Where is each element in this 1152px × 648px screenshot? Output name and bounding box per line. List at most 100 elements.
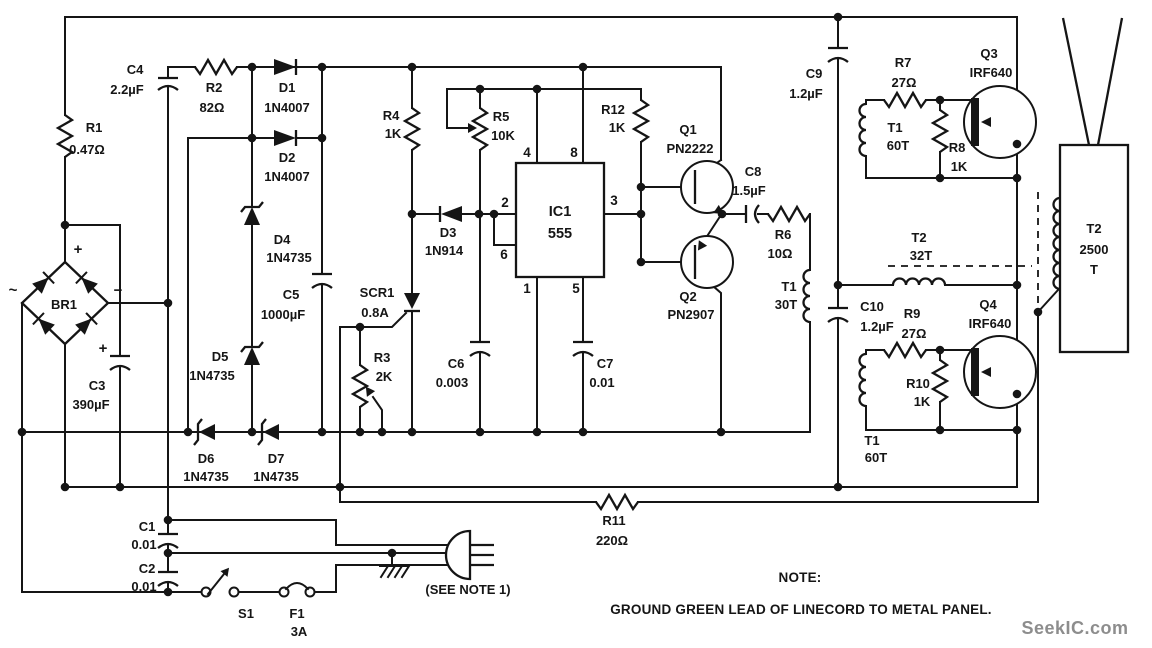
- capacitor-c2: [157, 570, 179, 587]
- label-r10-ref: R10: [906, 376, 930, 391]
- resistor-r4: [402, 107, 422, 151]
- label-br1-plus: +: [74, 241, 83, 258]
- label-c2-ref: C2: [139, 561, 156, 576]
- label-c8-value: 1.5µF: [732, 183, 766, 198]
- label-d1-value: 1N4007: [264, 100, 310, 115]
- ground-symbol: [379, 564, 411, 579]
- transistor-q2: [680, 235, 734, 289]
- note-body: GROUND GREEN LEAD OF LINECORD TO METAL P…: [610, 602, 992, 617]
- zener-d4: [240, 201, 264, 225]
- label-r7-ref: R7: [895, 55, 912, 70]
- label-q4-ref: Q4: [979, 297, 997, 312]
- watermark: SeekIC.com: [1021, 618, 1128, 638]
- labels: R1 0.47Ω C4 2.2µF R2 82Ω D1 1N4007 D2 1N…: [9, 46, 1128, 639]
- label-c4-ref: C4: [127, 62, 144, 77]
- label-d2-value: 1N4007: [264, 169, 310, 184]
- label-c1-value: 0.01: [131, 537, 156, 552]
- label-r4-value: 1K: [385, 126, 402, 141]
- label-c9-ref: C9: [806, 66, 823, 81]
- diode-d2: [274, 130, 298, 146]
- label-c7-ref: C7: [597, 356, 614, 371]
- resistor-r6: [767, 204, 811, 224]
- label-c5-ref: C5: [283, 287, 300, 302]
- label-c6-value: 0.003: [436, 375, 469, 390]
- label-r9-ref: R9: [904, 306, 921, 321]
- label-d3-ref: D3: [440, 225, 457, 240]
- resistor-r7: [883, 90, 927, 110]
- capacitor-c8: [744, 204, 760, 224]
- label-d4-ref: D4: [274, 232, 291, 247]
- resistor-r12: [631, 99, 651, 143]
- transformer-t2-secondary: [1052, 17, 1130, 354]
- capacitor-c6: [469, 340, 491, 357]
- capacitor-c1: [157, 532, 179, 549]
- label-r10-value: 1K: [914, 394, 931, 409]
- label-ic1-pin3: 3: [610, 193, 618, 208]
- coils: [802, 102, 1039, 408]
- label-see-note: (SEE NOTE 1): [425, 582, 510, 597]
- label-t1pri-value: 30T: [775, 297, 797, 312]
- antenna-right-element: [1096, 17, 1124, 146]
- label-r5-ref: R5: [493, 109, 510, 124]
- label-c10-value: 1.2µF: [860, 319, 894, 334]
- label-t1pri-ref: T1: [781, 279, 796, 294]
- capacitor-c7: [572, 340, 594, 357]
- wires: [21, 16, 1060, 593]
- scr1-symbol: [404, 293, 420, 313]
- label-d6-ref: D6: [198, 451, 215, 466]
- label-s1: S1: [238, 606, 254, 621]
- label-c2-value: 0.01: [131, 579, 156, 594]
- zener-d5: [240, 341, 264, 365]
- label-scr1-value: 0.8A: [361, 305, 389, 320]
- label-br1-minus: −: [114, 282, 123, 299]
- label-q4-value: IRF640: [969, 316, 1012, 331]
- label-t1secbot-ref: T1: [864, 433, 879, 448]
- label-c10-ref: C10: [860, 299, 884, 314]
- label-t2sec-value: 2500: [1080, 242, 1109, 257]
- label-t2pri-ref: T2: [911, 230, 926, 245]
- junction-dots: [17, 12, 1043, 597]
- coil-t2-2500t: [1052, 196, 1061, 291]
- label-r12-value: 1K: [609, 120, 626, 135]
- coil-t1-60t-top: [858, 102, 867, 158]
- potentiometer-r5: [470, 107, 490, 151]
- label-d5-value: 1N4735: [189, 368, 235, 383]
- label-f1-ref: F1: [289, 606, 304, 621]
- label-ic1-value: 555: [548, 226, 572, 242]
- label-r6-value: 10Ω: [768, 246, 793, 261]
- label-r12-ref: R12: [601, 102, 625, 117]
- label-ic1-pin5: 5: [572, 281, 580, 296]
- label-d7-value: 1N4735: [253, 469, 299, 484]
- label-r3-value: 2K: [376, 369, 393, 384]
- label-d6-value: 1N4735: [183, 469, 229, 484]
- label-f1-value: 3A: [291, 624, 308, 639]
- label-t1sectop-ref: T1: [887, 120, 902, 135]
- resistor-r11: [595, 492, 639, 512]
- antenna-left-element: [1061, 17, 1091, 146]
- label-r3-ref: R3: [374, 350, 391, 365]
- diodes: [193, 59, 462, 446]
- note-heading: NOTE:: [779, 570, 822, 585]
- label-br1: BR1: [51, 297, 77, 312]
- label-t2pri-value: 32T: [910, 248, 932, 263]
- label-ic1-pin1: 1: [523, 281, 531, 296]
- ac-plug: [444, 529, 494, 581]
- capacitors: [109, 46, 849, 587]
- label-t1secbot-value: 60T: [865, 450, 887, 465]
- mosfet-q3: [963, 85, 1037, 159]
- bridge-rectifier-br1: [20, 260, 110, 346]
- label-c5-value: 1000µF: [261, 307, 305, 322]
- capacitor-c4: [157, 76, 179, 91]
- label-d5-ref: D5: [212, 349, 229, 364]
- zener-d6: [193, 418, 215, 446]
- mosfet-q4: [963, 335, 1037, 409]
- label-scr1-ref: SCR1: [360, 285, 395, 300]
- switch-s1: [200, 567, 240, 598]
- label-c3-plus: +: [99, 340, 108, 357]
- label-r2-value: 82Ω: [200, 100, 225, 115]
- label-t2sec-ref: T2: [1086, 221, 1101, 236]
- label-r4-ref: R4: [383, 108, 400, 123]
- label-ic1-pin4: 4: [523, 145, 531, 160]
